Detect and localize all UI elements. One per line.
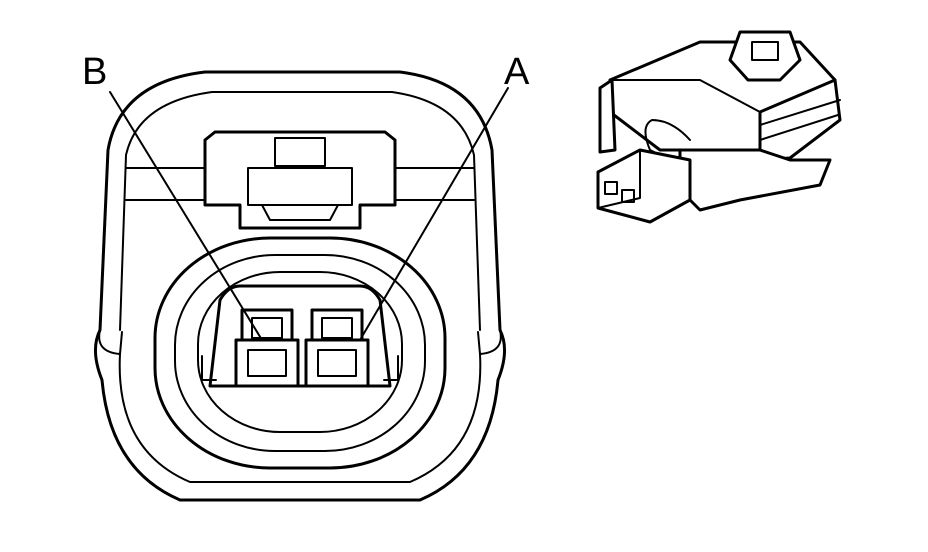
terminal-cavity-a [304, 308, 370, 388]
iso-rail-1 [759, 99, 841, 126]
iso-plug [596, 148, 692, 224]
iso-clip-loop [644, 119, 691, 161]
terminal-b-top-inner [251, 317, 283, 339]
leader-line-a [359, 87, 509, 341]
iso-base [678, 148, 832, 212]
terminal-cavity-b [234, 308, 300, 388]
pin-label-b: B [82, 51, 107, 93]
right-clip [477, 329, 502, 355]
iso-lock-tab [728, 30, 802, 82]
iso-rail-2 [759, 114, 839, 141]
iso-plug-pin-2 [621, 189, 635, 203]
cavity-mid [174, 254, 426, 452]
iso-plug-edge [597, 149, 641, 209]
inner-shell [119, 91, 481, 331]
housing-foot-left [201, 355, 217, 381]
terminal-b-bottom-inner [247, 349, 287, 377]
cavity-outer [153, 236, 447, 470]
leader-line-b [109, 91, 263, 341]
latch-block [203, 130, 397, 230]
lower-rim [118, 353, 482, 483]
terminal-a-bottom [304, 338, 370, 388]
iso-lock-window [751, 41, 779, 61]
connector-face-view: B A [82, 51, 530, 502]
pin-label-a: A [504, 51, 530, 93]
latch-tongue [247, 167, 353, 206]
connector-isometric-view [596, 30, 842, 224]
cavity-inner [197, 271, 403, 433]
terminal-a-top-inner [321, 317, 353, 339]
terminal-b-bottom [234, 338, 300, 388]
left-clip [98, 329, 123, 355]
iso-plug-pin-1 [604, 181, 618, 195]
outer-shell [94, 70, 506, 502]
housing-foot-right [383, 355, 399, 381]
iso-front-wall [598, 78, 617, 154]
latch-window [274, 137, 326, 167]
latch-step [261, 204, 339, 221]
terminal-a-bottom-inner [317, 349, 357, 377]
